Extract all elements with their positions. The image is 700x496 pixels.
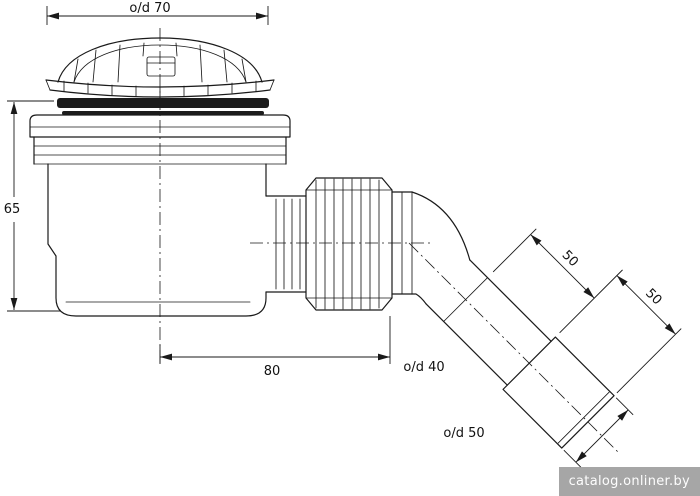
dim-label-pipe-segment-lower: 50 <box>642 286 664 308</box>
dimension-top-diameter: o/d 70 <box>46 1 269 25</box>
dim-label-pipe-segment-upper: 50 <box>559 248 581 270</box>
pipe-edges <box>425 259 552 386</box>
dim-label-body-height: 65 <box>4 202 21 217</box>
cap-rim-slot-ticks <box>63 80 257 98</box>
dim-line-pipe-segment-upper <box>530 234 595 299</box>
cap-center-knob <box>146 56 176 77</box>
trap-body <box>29 114 307 317</box>
elbow-inner-curve <box>411 293 427 305</box>
body-flange-outline <box>29 114 291 138</box>
outlet-pipe-assembly: 50 50 <box>408 228 682 468</box>
seal-gasket <box>57 98 269 115</box>
dim-line-socket-diameter <box>575 409 629 463</box>
dim-label-outlet-diameter: o/d 40 <box>403 360 444 375</box>
dim-label-base-length: 80 <box>264 364 281 379</box>
dimension-base-length: 80 <box>159 316 391 379</box>
cap-dome-outline <box>57 37 263 83</box>
body-thread-band-sides <box>33 136 287 165</box>
centerline-pipe-axis <box>408 242 621 455</box>
watermark-text: catalog.onliner.by <box>568 474 690 489</box>
nut-knurl-lines <box>315 178 380 310</box>
dim-label-top-diameter: o/d 70 <box>129 1 170 16</box>
body-cup-outline <box>47 163 267 317</box>
body-thread-band-lines <box>33 145 287 165</box>
cap-rim-sides <box>45 79 275 91</box>
watermark: catalog.onliner.by <box>558 467 700 496</box>
socket-outline <box>502 336 615 449</box>
dim-line-pipe-segment-lower <box>616 275 676 335</box>
elbow-neck-joint-lines <box>401 191 413 295</box>
pipe-weld-joint-line <box>443 277 488 322</box>
dim-ext-body-height <box>7 100 60 312</box>
cap-dome-inner-line <box>73 44 247 83</box>
outlet-stub-edges <box>265 195 307 293</box>
dimension-body-height: 65 <box>4 100 60 312</box>
coupling-nut <box>305 177 393 311</box>
cap-slots <box>73 42 247 83</box>
gasket-upper-ring <box>57 98 269 108</box>
elbow-outer-curve <box>411 191 471 261</box>
dim-ext-pipe-segment-lower <box>616 328 682 394</box>
outlet-stub-thread-lines <box>275 198 301 290</box>
elbow-fitting <box>391 191 471 305</box>
dim-label-socket-diameter: o/d 50 <box>443 426 484 441</box>
nut-shoulder-lines <box>305 189 393 299</box>
drain-cap <box>45 37 275 98</box>
centerlines <box>159 28 432 363</box>
socket-inner-end-line <box>557 391 610 444</box>
dim-ext-pipe-segment-upper <box>492 228 623 334</box>
gasket-lower-ring <box>62 111 264 115</box>
dim-ext-socket-diameter <box>563 397 634 468</box>
